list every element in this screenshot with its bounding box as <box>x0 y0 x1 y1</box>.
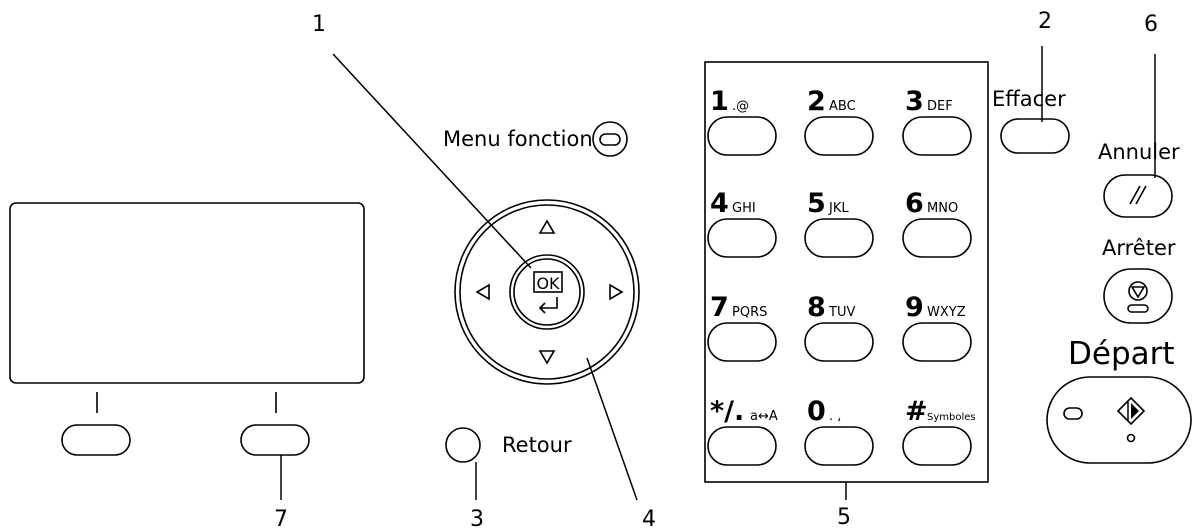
depart-label: Départ <box>1068 336 1175 372</box>
keypad-key-11: 0. , <box>804 396 874 466</box>
keypad-letters: JKL <box>828 201 849 216</box>
keypad-digit: 4 <box>710 188 729 219</box>
keypad-digit: 9 <box>905 292 924 323</box>
keypad-letters: WXYZ <box>927 305 966 320</box>
keypad-button[interactable] <box>707 426 777 466</box>
navigation-ring-outer <box>454 199 640 385</box>
keypad-button[interactable] <box>902 218 972 258</box>
leader-line-1 <box>332 53 532 269</box>
start-icon <box>1116 396 1146 443</box>
keypad-digit: 7 <box>710 292 729 323</box>
effacer-label: Effacer <box>992 87 1066 111</box>
keypad-button[interactable] <box>804 218 874 258</box>
ok-label: OK <box>536 274 560 293</box>
leader-line-4 <box>586 357 638 501</box>
left-select-button[interactable] <box>61 424 131 456</box>
keypad-digit: 8 <box>807 292 826 323</box>
up-arrow-icon[interactable] <box>538 219 556 234</box>
keypad-digit: */. <box>710 396 744 427</box>
keypad-key-12: #Symboles <box>902 396 976 466</box>
keypad-letters: DEF <box>927 99 953 114</box>
lcd-display <box>9 202 365 384</box>
keypad-button[interactable] <box>804 426 874 466</box>
enter-icon <box>538 297 558 314</box>
keypad-digit: 0 <box>807 396 826 427</box>
callout-4: 4 <box>642 507 656 530</box>
callout-3: 3 <box>470 507 484 530</box>
keypad-digit: 3 <box>905 86 924 117</box>
keypad-digit: 2 <box>807 86 826 117</box>
stop-icon <box>1127 281 1149 313</box>
annuler-button[interactable] <box>1103 174 1173 218</box>
keypad-button[interactable] <box>902 426 972 466</box>
keypad-letters: Symboles <box>927 412 976 423</box>
callout-2: 2 <box>1038 9 1052 34</box>
keypad-button[interactable] <box>902 322 972 362</box>
keypad-digit: 1 <box>710 86 729 117</box>
menu-fonction-label: Menu fonction <box>443 127 593 151</box>
keypad-digit: 5 <box>807 188 826 219</box>
menu-fonction-icon <box>599 133 621 146</box>
retour-button[interactable] <box>445 427 481 463</box>
keypad-letters: GHI <box>732 201 756 216</box>
keypad-key-1: 1.@ <box>707 86 777 156</box>
keypad-letters: a↔A <box>750 409 778 424</box>
start-indicator-led <box>1063 407 1083 420</box>
keypad-digit: 6 <box>905 188 924 219</box>
menu-fonction-button[interactable] <box>592 121 628 157</box>
keypad-button[interactable] <box>902 116 972 156</box>
arreter-label: Arrêter <box>1102 236 1176 260</box>
keypad-button[interactable] <box>707 322 777 362</box>
retour-label: Retour <box>502 433 572 457</box>
callout-6: 6 <box>1144 12 1158 37</box>
keypad-letters: ABC <box>829 99 856 114</box>
keypad-button[interactable] <box>707 116 777 156</box>
effacer-button[interactable] <box>1000 118 1070 154</box>
keypad-button[interactable] <box>804 116 874 156</box>
callout-1: 1 <box>312 12 326 37</box>
right-select-button[interactable] <box>240 424 310 456</box>
keypad-letters: TUV <box>828 305 855 320</box>
reset-icon <box>1129 185 1147 205</box>
ok-button-inner <box>513 258 581 326</box>
right-arrow-icon[interactable] <box>609 283 624 301</box>
ok-box <box>533 271 563 293</box>
depart-button[interactable] <box>1046 376 1192 464</box>
keypad-letters: MNO <box>927 201 958 216</box>
callout-7: 7 <box>274 507 288 530</box>
down-arrow-icon[interactable] <box>538 350 556 365</box>
keypad-letters: . , <box>829 409 841 424</box>
left-arrow-icon[interactable] <box>475 283 490 301</box>
keypad-button[interactable] <box>707 218 777 258</box>
callout-5: 5 <box>837 505 851 530</box>
keypad-button[interactable] <box>804 322 874 362</box>
keypad-key-10: */. a↔A <box>707 396 778 466</box>
keypad-letters: PQRS <box>732 305 767 320</box>
annuler-label: Annuler <box>1098 140 1180 164</box>
navigation-ring-inner[interactable] <box>459 204 635 380</box>
keypad-letters: .@ <box>732 99 749 114</box>
keypad-digit: # <box>905 396 928 427</box>
